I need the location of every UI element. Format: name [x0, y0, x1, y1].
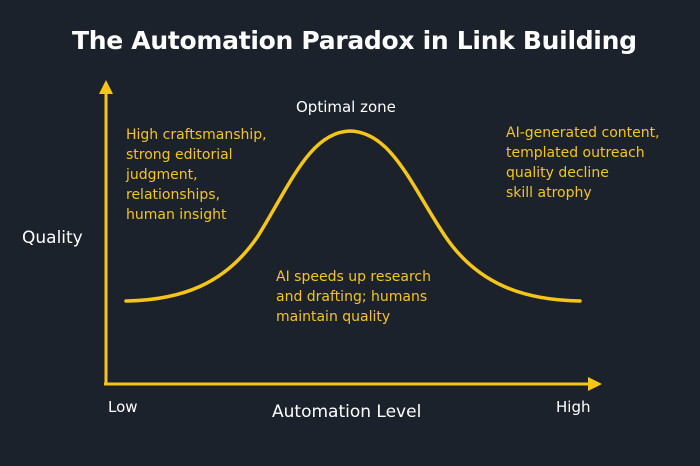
note-line: judgment, [126, 167, 198, 183]
x-axis-arrow [588, 377, 602, 391]
x-axis-label: Automation Level [272, 402, 422, 422]
note-line: AI speeds up research [276, 269, 431, 285]
note-line: maintain quality [276, 309, 391, 325]
note-line: AI-generated content, [506, 125, 660, 141]
note-line: templated outreach [506, 145, 645, 161]
note-line: relationships, [126, 187, 221, 203]
low-automation-note: High craftsmanship, strong editorial jud… [126, 125, 267, 225]
diagram-title: The Automation Paradox in Link Building [72, 26, 637, 55]
note-line: skill atrophy [506, 185, 592, 201]
note-line: quality decline [506, 165, 609, 181]
optimal-zone-label: Optimal zone [296, 98, 396, 116]
high-automation-note: AI-generated content, templated outreach… [506, 123, 660, 203]
x-axis-high-label: High [556, 398, 591, 416]
y-axis-arrow [99, 80, 113, 94]
note-line: strong editorial [126, 147, 233, 163]
optimal-zone-note: AI speeds up research and drafting; huma… [276, 267, 431, 327]
note-line: High craftsmanship, [126, 127, 267, 143]
note-line: human insight [126, 207, 227, 223]
bell-curve [124, 129, 582, 303]
note-line: and drafting; humans [276, 289, 428, 305]
x-axis-low-label: Low [108, 398, 138, 416]
y-axis-label: Quality [22, 228, 83, 248]
